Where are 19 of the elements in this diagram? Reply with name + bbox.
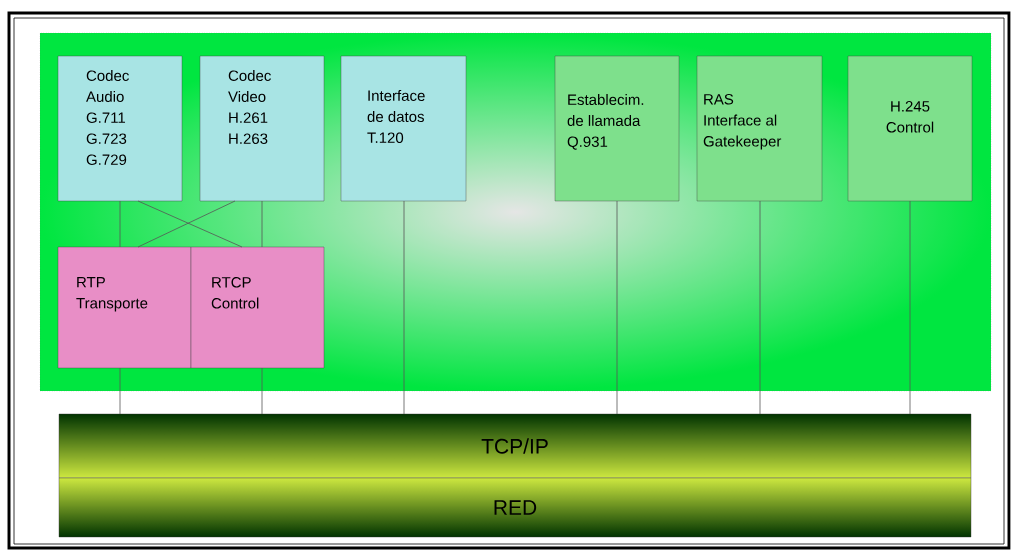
connector-line — [759, 200, 761, 415]
protocol-panel — [39, 32, 992, 392]
protocol-box: H.245 Control — [847, 55, 973, 202]
protocol-box: Interface de datos T.120 — [340, 55, 467, 202]
connector-line — [909, 200, 911, 415]
connector-line — [119, 200, 121, 248]
connector-line — [261, 200, 263, 248]
protocol-box: RAS Interface al Gatekeeper — [696, 55, 823, 202]
protocol-box: Codec Audio G.711 G.723 G.729 — [57, 55, 183, 202]
connector-line — [261, 367, 263, 415]
protocol-box: RTCP Control — [190, 246, 325, 369]
protocol-box: Codec Video H.261 H.263 — [199, 55, 325, 202]
connector-line — [403, 200, 405, 415]
connector-line — [616, 200, 618, 415]
connector-line — [119, 367, 121, 415]
protocol-box: Establecim. de llamada Q.931 — [554, 55, 680, 202]
layer-band: RED — [58, 477, 972, 538]
layer-band: TCP/IP — [58, 413, 972, 479]
protocol-box: RTP Transporte — [57, 246, 192, 369]
